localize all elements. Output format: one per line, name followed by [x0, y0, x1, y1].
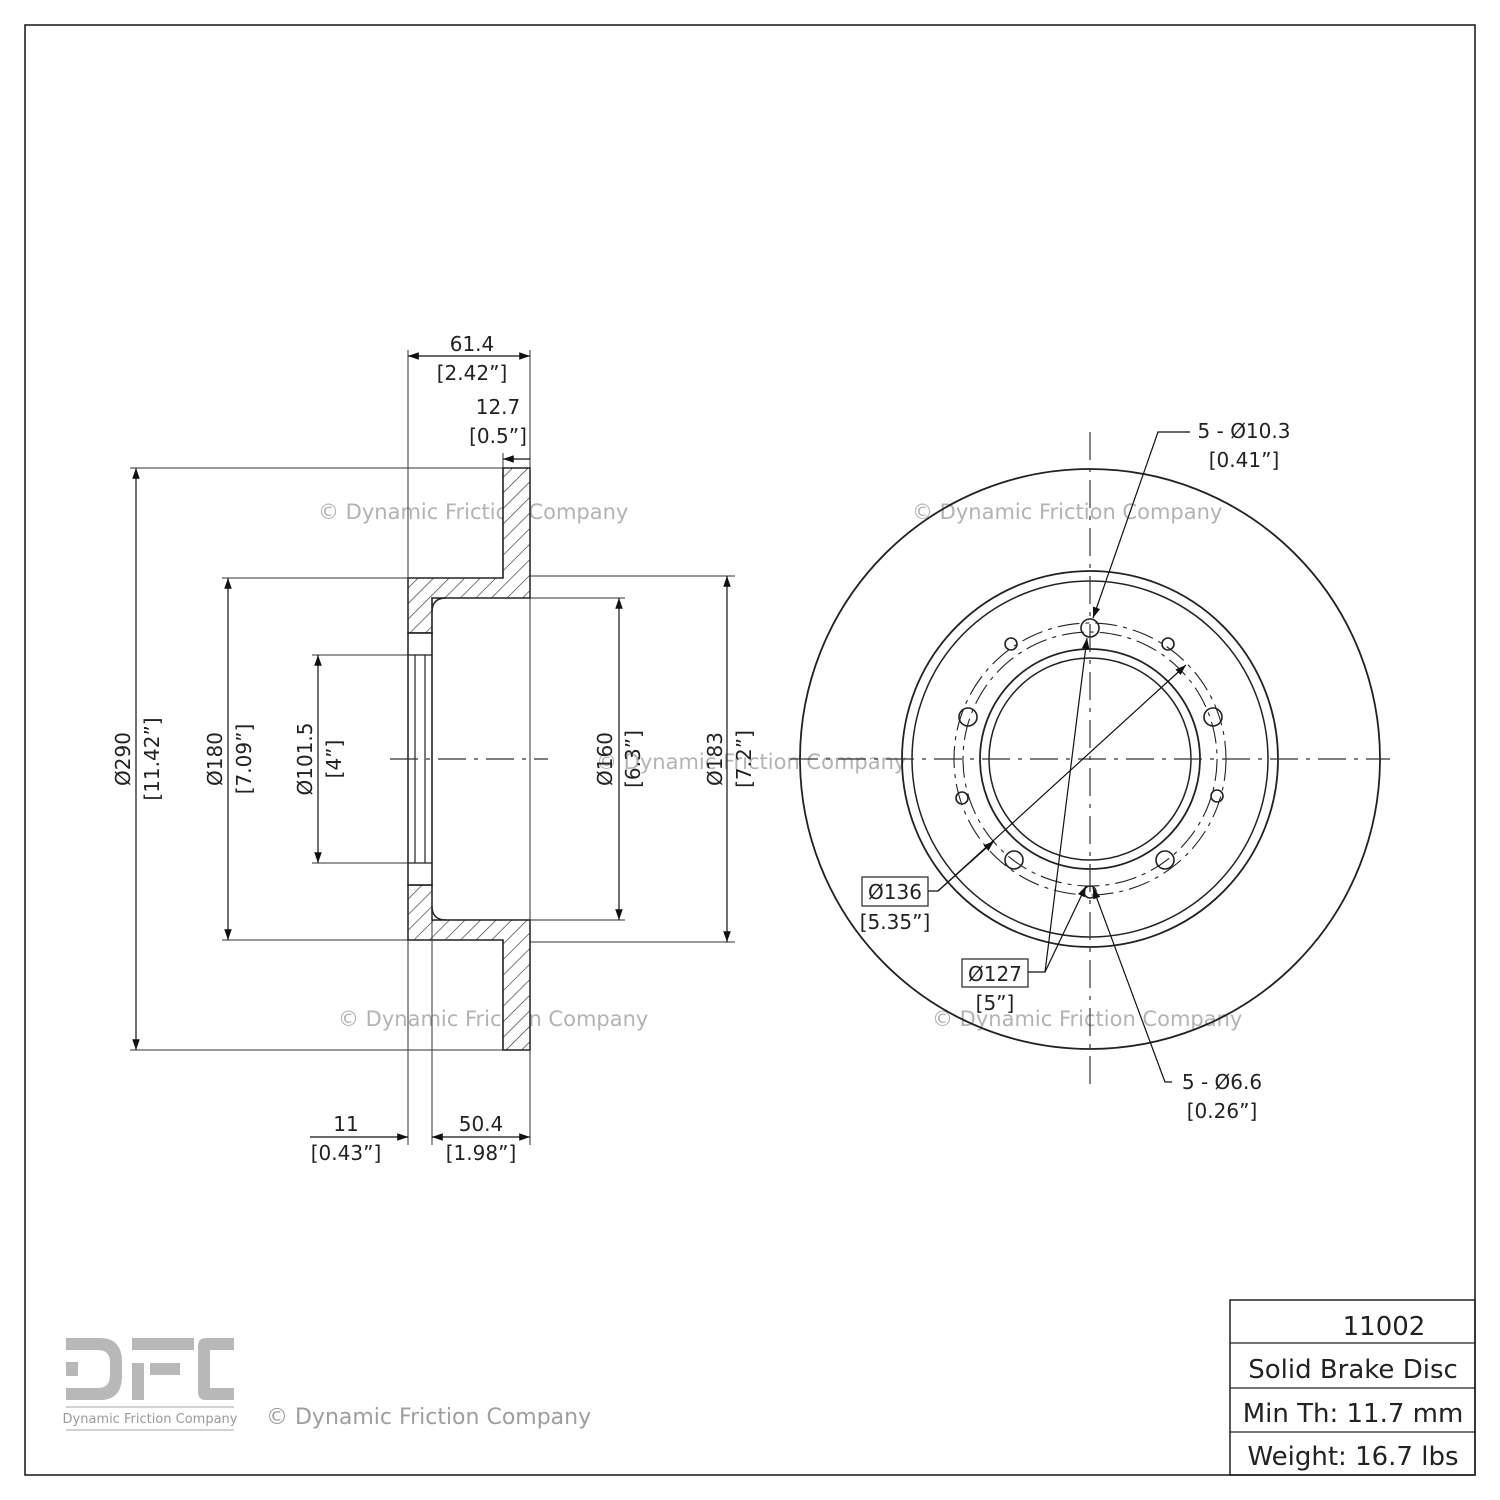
small-bolt-hole	[955, 791, 969, 805]
large-bolt-hole	[1004, 850, 1024, 870]
dim-inner-hat-in: [6.3”]	[621, 730, 645, 788]
watermark-text: © Dynamic Friction Company	[596, 750, 906, 774]
dim-offset-mm: 50.4	[459, 1112, 504, 1136]
dim-small-holes-in: [0.26”]	[1187, 1099, 1258, 1123]
dim-bolt-circle-large-mm: Ø136	[868, 880, 922, 904]
logo-letter-d	[66, 1338, 122, 1400]
logo-caption: Dynamic Friction Company	[63, 1412, 238, 1427]
dim-hat-thickness-in: [0.43”]	[311, 1141, 382, 1165]
dim-overall-height-in: [2.42”]	[437, 361, 508, 385]
dim-offset-in: [1.98”]	[446, 1141, 517, 1165]
section-view	[130, 350, 735, 1145]
logo-letter-c	[198, 1338, 234, 1400]
weight: Weight: 16.7 lbs	[1247, 1442, 1458, 1472]
leader-bolt-circle-small	[1028, 637, 1090, 973]
dim-center-bore-in: [4”]	[322, 740, 346, 779]
part-description: Solid Brake Disc	[1248, 1355, 1458, 1385]
logo-letter-f	[132, 1338, 194, 1350]
dim-bolt-circle-large-in: [5.35”]	[860, 910, 931, 934]
part-number: 11002	[1343, 1312, 1426, 1342]
bolt-circle-small-box	[961, 958, 1029, 988]
watermarks: © Dynamic Friction Company © Dynamic Fri…	[318, 500, 1242, 1031]
section-hatch-upper	[407, 467, 531, 634]
dim-bolt-circle-small-mm: Ø127	[968, 962, 1022, 986]
dim-outer-diameter-in: [11.42”]	[140, 717, 164, 800]
dim-center-bore-mm: Ø101.5	[293, 723, 317, 796]
watermark-text: © Dynamic Friction Company	[338, 1007, 648, 1031]
dim-disc-thickness-mm: 12.7	[476, 395, 521, 419]
title-block: 11002 Solid Brake Disc Min Th: 11.7 mm W…	[1229, 1299, 1476, 1476]
drawing-border	[24, 24, 1476, 1476]
front-dimension-labels: 5 - Ø10.3 [0.41”] Ø136 [5.35”] Ø127 [5”]…	[860, 419, 1291, 1123]
bolt-circle-large-box	[861, 876, 929, 907]
dim-outer-diameter-mm: Ø290	[111, 732, 135, 786]
front-view	[790, 431, 1390, 1086]
dim-bolt-circle-small-in: [5”]	[976, 991, 1015, 1015]
large-bolt-hole	[1203, 707, 1223, 727]
large-bolt-hole	[1155, 850, 1175, 870]
dim-small-holes-mm: 5 - Ø6.6	[1182, 1070, 1262, 1094]
dim-braking-inner-mm: Ø183	[703, 732, 727, 786]
dim-disc-thickness-in: [0.5”]	[469, 424, 527, 448]
dim-large-holes-in: [0.41”]	[1209, 448, 1280, 472]
min-thickness: Min Th: 11.7 mm	[1243, 1399, 1464, 1429]
leader-large-holes	[1092, 431, 1190, 619]
small-bolt-hole	[1004, 637, 1018, 651]
dim-inner-hat-mm: Ø160	[593, 732, 617, 786]
dim-overall-height-mm: 61.4	[450, 332, 495, 356]
watermark-text: © Dynamic Friction Company	[932, 1007, 1242, 1031]
small-bolt-hole	[1161, 637, 1175, 651]
dim-hat-diameter-mm: Ø180	[203, 732, 227, 786]
copyright-text: © Dynamic Friction Company	[266, 1405, 591, 1430]
leader-small-holes	[1092, 887, 1172, 1083]
leader-bolt-circle-large	[928, 664, 1187, 892]
watermark-text: © Dynamic Friction Company	[912, 500, 1222, 524]
dim-braking-inner-in: [7.2”]	[732, 730, 756, 788]
watermark-text: © Dynamic Friction Company	[318, 500, 628, 524]
large-bolt-hole	[958, 707, 978, 727]
dfc-logo: Dynamic Friction Company	[63, 1338, 238, 1431]
dim-hat-thickness-mm: 11	[333, 1112, 358, 1136]
section-dimension-labels: 61.4 [2.42”] 12.7 [0.5”] Ø290 [11.42”] Ø…	[111, 332, 756, 1165]
dim-large-holes-mm: 5 - Ø10.3	[1198, 419, 1291, 443]
small-bolt-hole	[1210, 789, 1224, 803]
dim-hat-diameter-in: [7.09”]	[232, 724, 256, 795]
